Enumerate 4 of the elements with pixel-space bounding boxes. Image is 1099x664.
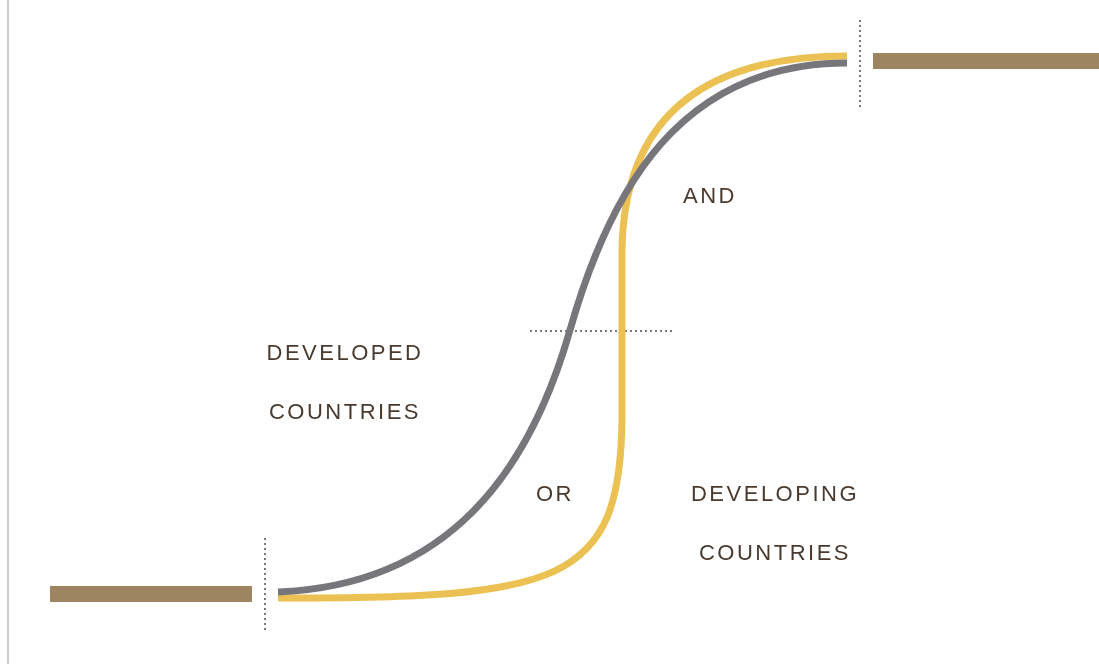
text-label: DEVELOPING COUNTRIES <box>689 480 860 567</box>
text-label: OR <box>535 480 575 508</box>
text-label: DEVELOPED COUNTRIES <box>265 339 425 426</box>
text-label: AND <box>682 182 738 210</box>
